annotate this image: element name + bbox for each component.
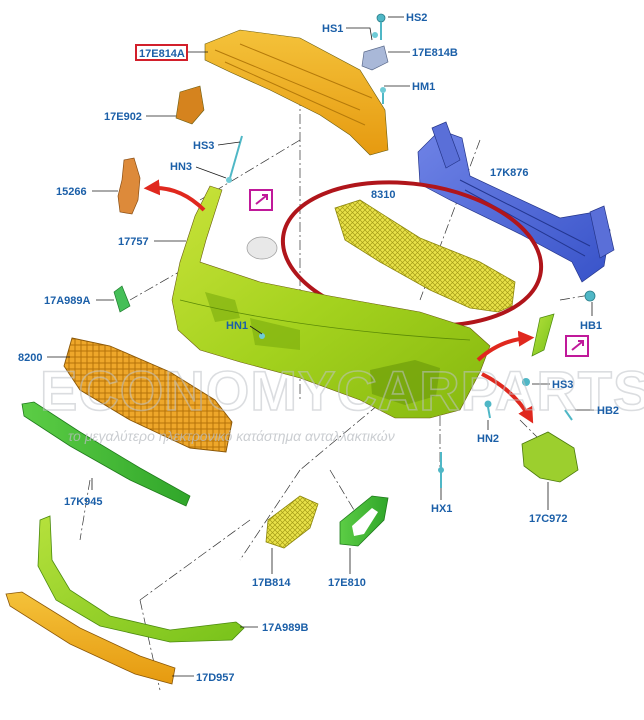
label-17C972[interactable]: 17C972 bbox=[529, 513, 568, 525]
indicator-arrows bbox=[143, 179, 535, 424]
bolt-HB1 bbox=[584, 290, 596, 302]
bumper-cover-17757 bbox=[171, 185, 491, 419]
label-HN1[interactable]: HN1 bbox=[226, 320, 248, 332]
label-17E814B[interactable]: 17E814B bbox=[412, 47, 458, 59]
label-17K876[interactable]: 17K876 bbox=[490, 167, 529, 179]
label-17K945[interactable]: 17K945 bbox=[64, 496, 103, 508]
label-HS1[interactable]: HS1 bbox=[322, 23, 343, 35]
fasteners-top bbox=[226, 13, 386, 183]
reinforcement-beam-17K876 bbox=[417, 121, 615, 283]
grille-8200 bbox=[63, 337, 233, 453]
label-17D957[interactable]: 17D957 bbox=[196, 672, 235, 684]
bracket-17E902 bbox=[175, 85, 205, 125]
label-17E902[interactable]: 17E902 bbox=[104, 111, 142, 123]
label-HN2[interactable]: HN2 bbox=[477, 433, 499, 445]
label-HM1[interactable]: HM1 bbox=[412, 81, 435, 93]
part-labels: 17E814A 17E902 HS1 HS2 17E814B HM1 HS3 H… bbox=[18, 12, 619, 684]
label-15266[interactable]: 15266 bbox=[56, 186, 87, 198]
bracket-17E814B bbox=[361, 45, 389, 71]
bracket-right-strip bbox=[531, 313, 555, 357]
bracket-15266 bbox=[117, 157, 141, 215]
emblem-disc bbox=[246, 236, 278, 260]
pointer-icon bbox=[565, 335, 589, 357]
surround-17E810 bbox=[339, 495, 389, 547]
label-HS2[interactable]: HS2 bbox=[406, 12, 427, 24]
absorber-8310 bbox=[334, 199, 516, 313]
label-17E814A[interactable]: 17E814A bbox=[139, 48, 185, 60]
bracket-17A989A bbox=[113, 285, 131, 313]
label-HN3[interactable]: HN3 bbox=[170, 161, 192, 173]
label-HX1[interactable]: HX1 bbox=[431, 503, 452, 515]
label-17B814[interactable]: 17B814 bbox=[252, 577, 291, 589]
fasteners-lower bbox=[259, 333, 573, 488]
label-17A989B[interactable]: 17A989B bbox=[262, 622, 309, 634]
label-8200[interactable]: 8200 bbox=[18, 352, 42, 364]
leader-lines bbox=[47, 16, 594, 677]
label-8310[interactable]: 8310 bbox=[371, 189, 395, 201]
label-HS3-right[interactable]: HS3 bbox=[552, 379, 573, 391]
label-HB1[interactable]: HB1 bbox=[580, 320, 602, 332]
bezel-17B814 bbox=[265, 495, 319, 549]
pointer-icon bbox=[249, 189, 273, 211]
label-HS3-top[interactable]: HS3 bbox=[193, 140, 214, 152]
bracket-17C972 bbox=[521, 431, 579, 483]
label-17E810[interactable]: 17E810 bbox=[328, 577, 366, 589]
strip-17K945 bbox=[21, 401, 191, 507]
label-17A989A[interactable]: 17A989A bbox=[44, 295, 91, 307]
watermark-tagline: το μεγαλύτερο ηλεκτρονικό κατάστημα αντα… bbox=[68, 428, 395, 444]
label-17757[interactable]: 17757 bbox=[118, 236, 149, 248]
watermark: ECONOMYCARPARTS.GR το μεγαλύτερο ηλεκτρο… bbox=[39, 358, 644, 444]
label-HB2[interactable]: HB2 bbox=[597, 405, 619, 417]
watermark-brand: ECONOMYCARPARTS.GR bbox=[40, 359, 644, 422]
upper-absorber-17E814A bbox=[204, 29, 389, 156]
lip-17A989B bbox=[37, 515, 245, 643]
label-highlight-box bbox=[135, 44, 188, 61]
